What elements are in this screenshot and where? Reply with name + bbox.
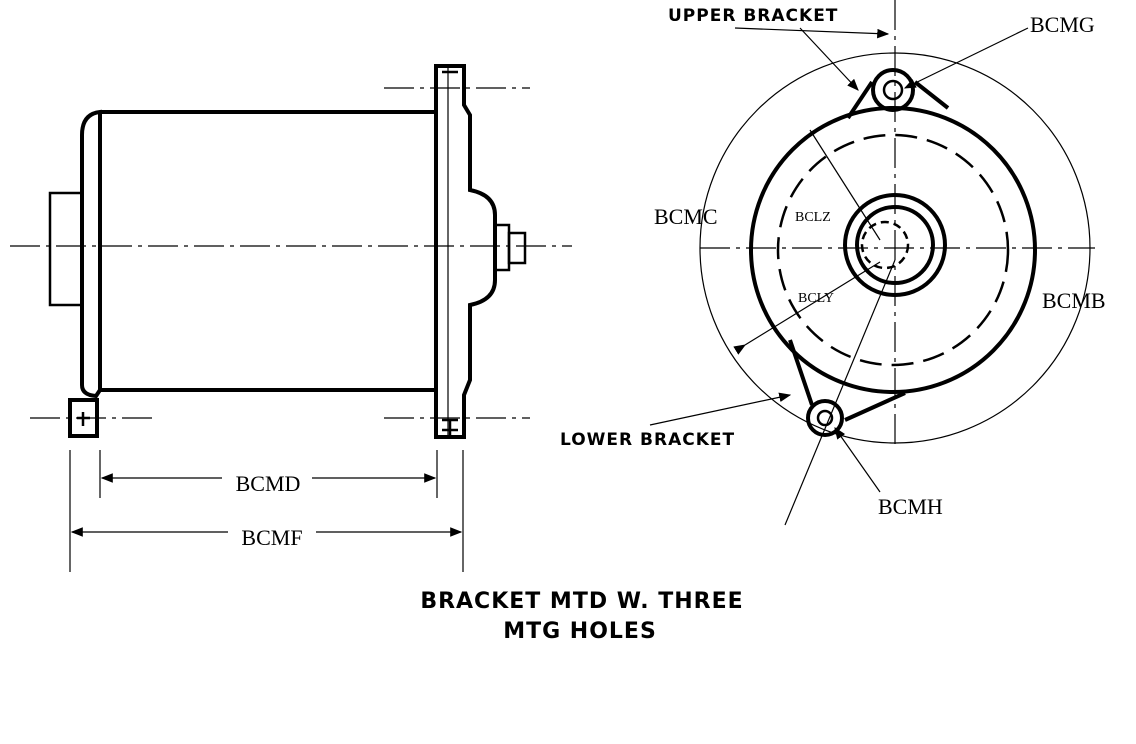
label-bcmg: BCMG: [1030, 12, 1095, 37]
label-bclz: BCLZ: [795, 210, 831, 225]
shaft-stub: [48, 191, 84, 307]
label-bcmb: BCMB: [1042, 288, 1106, 313]
label-lower-bracket: LOWER BRACKET: [560, 430, 735, 450]
shaft-dashed: [860, 220, 910, 270]
end-view: UPPER BRACKET BCMG BCMC BCLZ BCLY BCMB L…: [560, 0, 1106, 526]
upper-bracket-ear: [871, 68, 915, 112]
caption-line-1: BRACKET MTD W. THREE: [420, 589, 743, 614]
label-upper-bracket: UPPER BRACKET: [668, 6, 838, 26]
caption-line-2: MTG HOLES: [503, 619, 657, 644]
label-bcmh: BCMH: [878, 494, 943, 519]
label-bcly: BCLY: [798, 291, 834, 306]
label-bcmc: BCMC: [654, 204, 718, 229]
hub-inner: [855, 205, 935, 285]
body-housing: [100, 110, 438, 392]
dimension-bcmf: BCMF: [241, 525, 302, 550]
hub-outer: [843, 193, 947, 297]
nut: [507, 231, 527, 265]
pulley-shaft: [493, 223, 511, 272]
dashed-circle: [776, 133, 1010, 367]
front-bracket: [434, 64, 497, 439]
lower-bracket-ear: [806, 399, 844, 437]
dimension-bcmd: BCMD: [236, 471, 301, 496]
side-view: BCMD BCMF: [10, 64, 572, 572]
rear-end-plate: [80, 109, 102, 399]
